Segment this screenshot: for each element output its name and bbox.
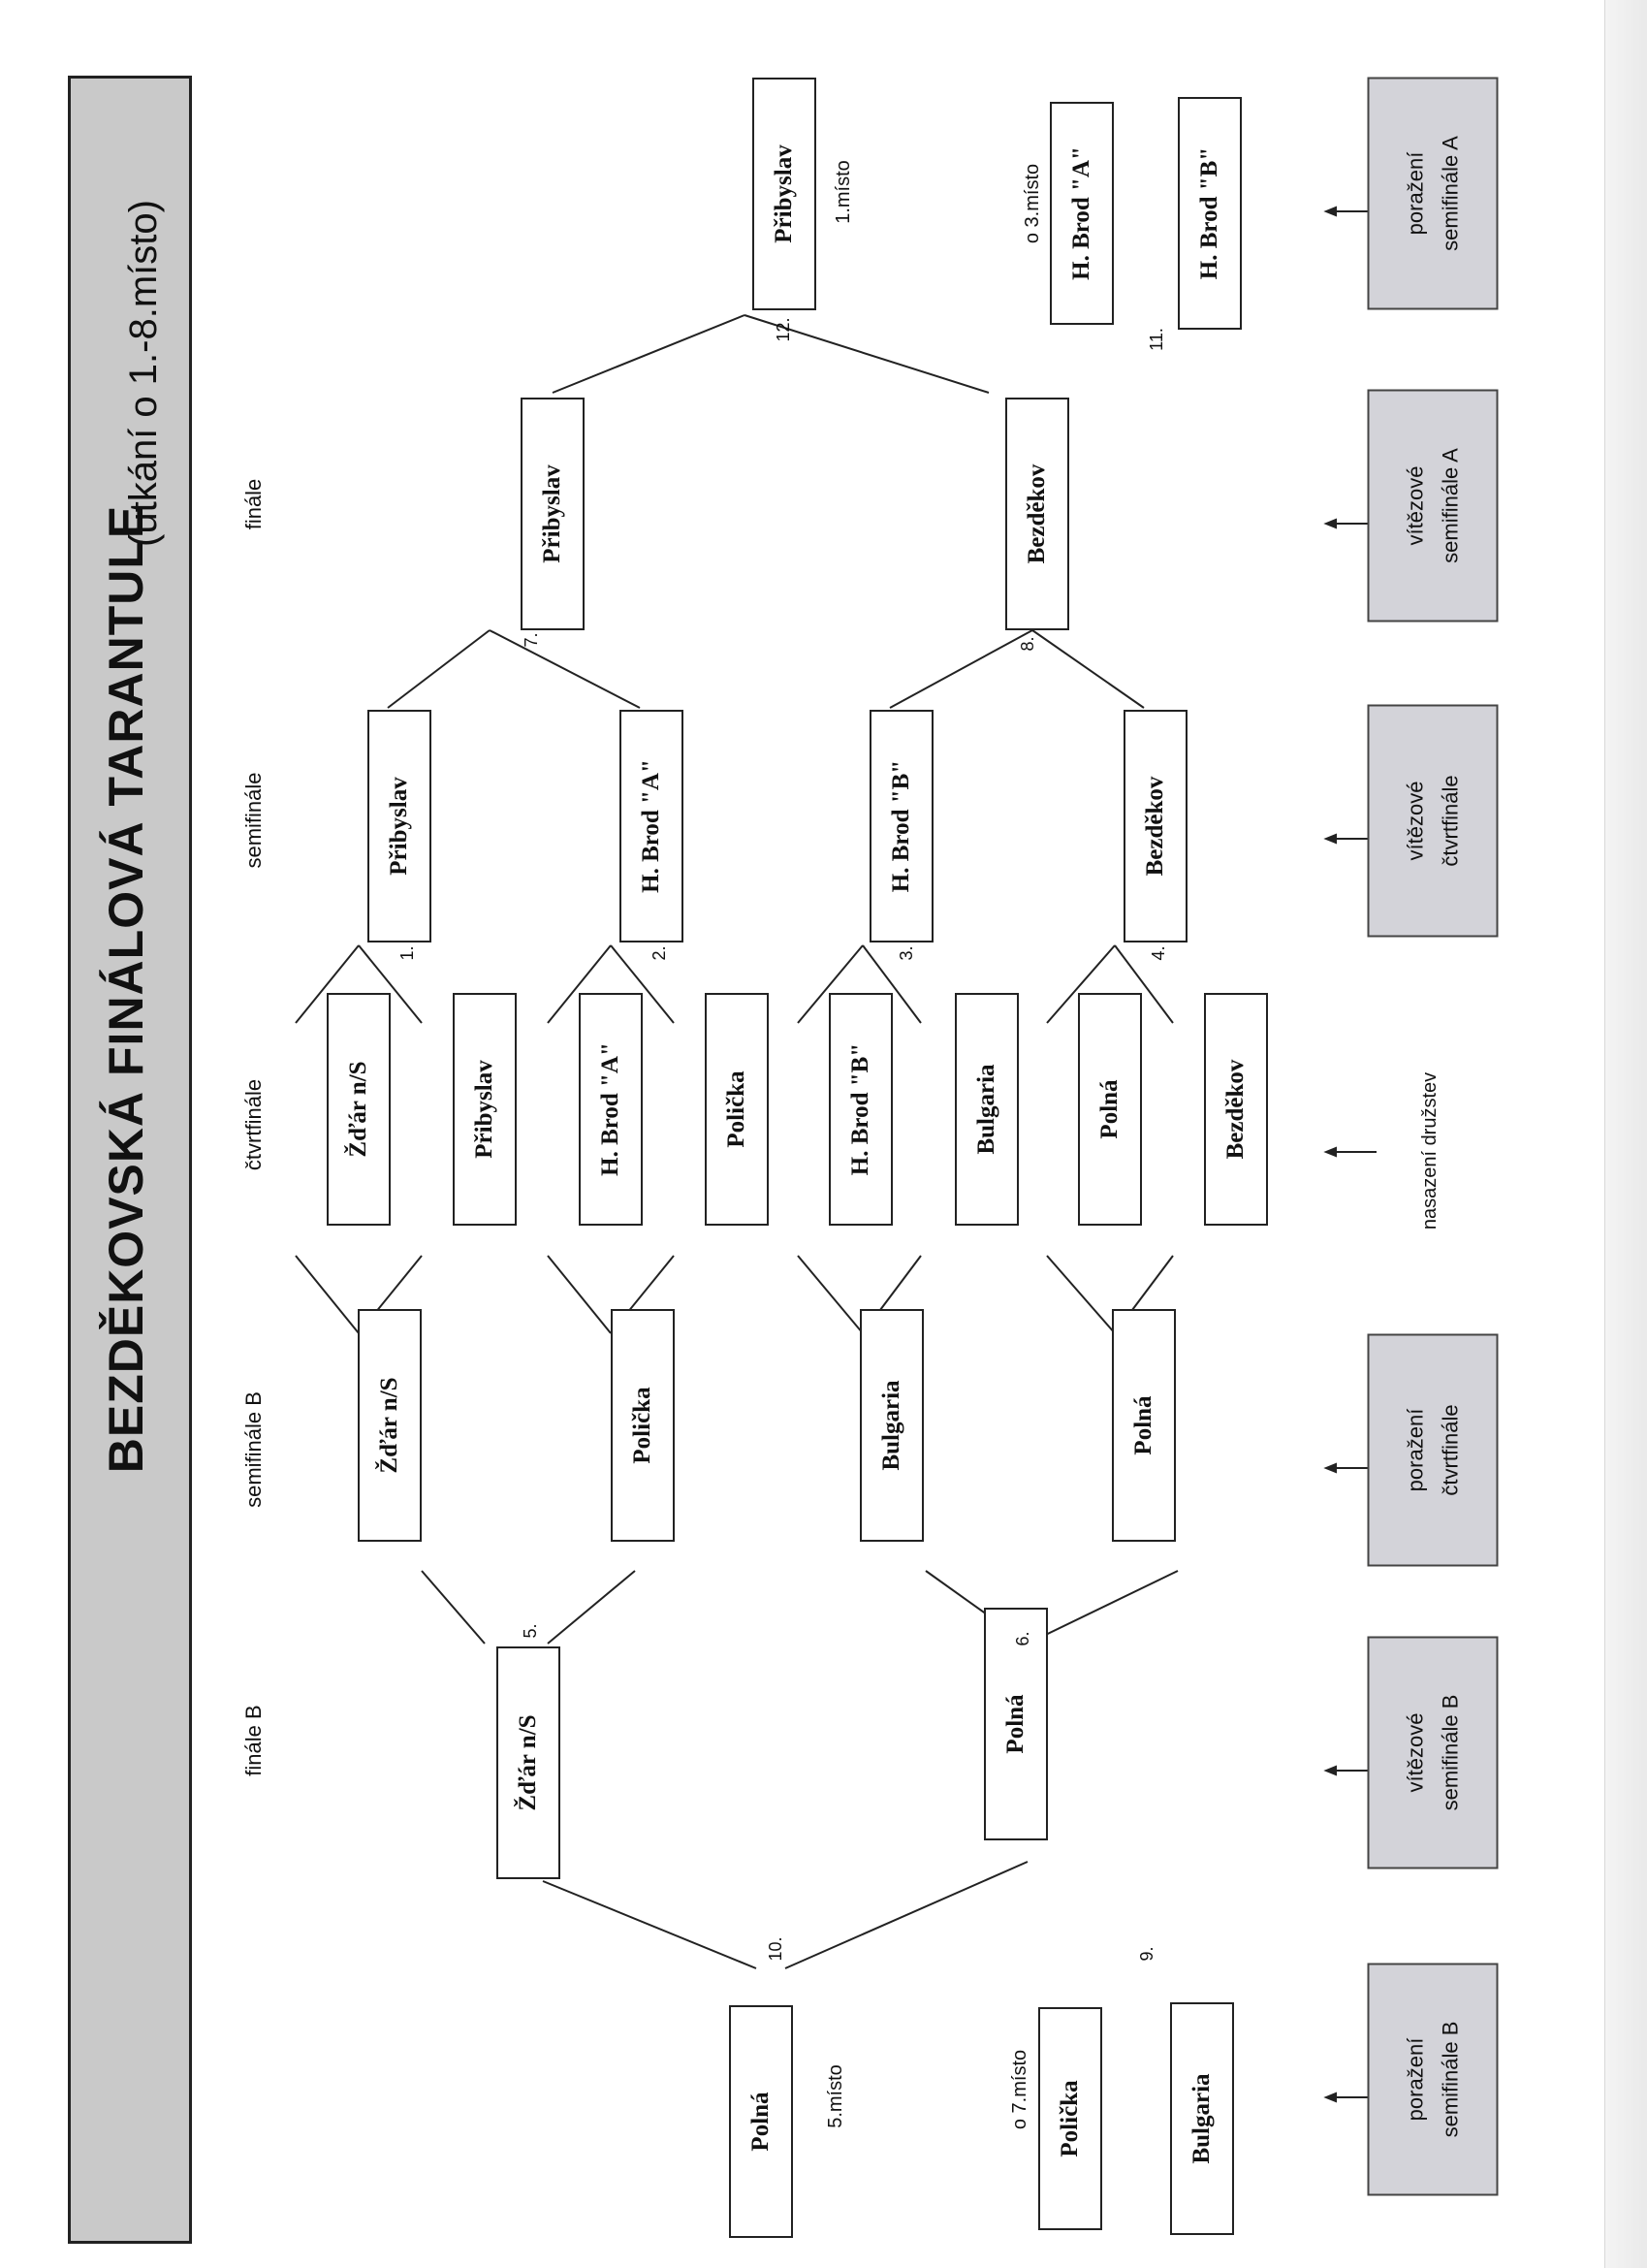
match-number: 5. <box>521 1623 540 1639</box>
legend-line: poražení <box>1403 1408 1428 1492</box>
legend-line: čtvrtfinále <box>1438 775 1462 867</box>
title-banner <box>68 76 192 2244</box>
sf-b-team-box: Žďár n/S <box>358 1309 422 1542</box>
sf-b-team-box: Bulgaria <box>860 1309 924 1542</box>
qf-team-box: H. Brod "B" <box>829 993 893 1226</box>
sf-b-team-box: Polička <box>611 1309 675 1542</box>
legend-line: semifinále A <box>1438 136 1462 251</box>
final-b-team-box: Žďár n/S <box>496 1646 560 1879</box>
legend-line: čtvrtfinále <box>1438 1404 1462 1496</box>
qf-team-box: Bulgaria <box>955 993 1019 1226</box>
sf-team-box: H. Brod "A" <box>619 710 683 942</box>
legend-line: semifinále B <box>1438 2021 1462 2138</box>
match-number: 11. <box>1147 328 1166 351</box>
sf-team-box: H. Brod "B" <box>870 710 934 942</box>
fifth-place-label: 5.místo <box>825 2064 846 2128</box>
third-place-team-box: H. Brod "A" <box>1050 102 1114 325</box>
legend-box-losers-quarterfinal: poražení čtvrtfinále <box>1367 1333 1499 1567</box>
match-number: 8. <box>1018 636 1037 652</box>
match-number: 12. <box>774 317 793 342</box>
match-number: 9. <box>1137 1946 1156 1962</box>
fifth-place-box: Polná <box>729 2005 793 2238</box>
final-team-box: Přibyslav <box>521 398 585 630</box>
sf-team-box: Bezděkov <box>1124 710 1188 942</box>
match-number: 6. <box>1013 1631 1032 1646</box>
legend-line: poražení <box>1403 2037 1428 2122</box>
legend-line: vítězové <box>1403 781 1428 861</box>
third-place-label: o 3.místo <box>1022 163 1043 244</box>
match-number: 1. <box>397 945 417 961</box>
sf-team-box: Přibyslav <box>367 710 431 942</box>
seeding-label: nasazení družstev <box>1419 1071 1441 1230</box>
stage-label-semifinale-b: semifinále B <box>241 1391 266 1508</box>
legend-line: semifinále A <box>1438 448 1462 563</box>
match-number: 4. <box>1149 945 1168 961</box>
seventh-place-team-box: Bulgaria <box>1170 2002 1234 2235</box>
stage-label-semifinale: semifinále <box>241 772 266 869</box>
qf-team-box: Žďár n/S <box>327 993 391 1226</box>
legend-line: semifinále B <box>1438 1694 1462 1811</box>
legend-box-winners-semifinal-b: vítězové semifinále B <box>1367 1636 1499 1869</box>
stage-label-finale-b: finále B <box>241 1705 266 1776</box>
qf-team-box: Přibyslav <box>453 993 517 1226</box>
legend-box-winners-semifinal-a: vítězové semifinále A <box>1367 389 1499 623</box>
qf-team-box: Bezděkov <box>1204 993 1268 1226</box>
stage-label-finale: finále <box>241 478 266 530</box>
match-number: 2. <box>649 945 669 961</box>
first-place-box: Přibyslav <box>752 78 816 310</box>
match-number: 7. <box>522 632 541 648</box>
legend-line: vítězové <box>1403 1712 1428 1793</box>
final-team-box: Bezděkov <box>1005 398 1069 630</box>
sf-b-team-box: Polná <box>1112 1309 1176 1542</box>
qf-team-box: Polná <box>1078 993 1142 1226</box>
legend-box-losers-semifinal-b: poražení semifinále B <box>1367 1963 1499 2196</box>
qf-team-box: H. Brod "A" <box>579 993 643 1226</box>
first-place-label: 1.místo <box>833 160 854 224</box>
stage-label-ctvrtfinale: čtvrtfinále <box>241 1078 266 1171</box>
legend-box-winners-quarterfinal: vítězové čtvrtfinále <box>1367 704 1499 938</box>
legend-box-losers-semifinal-a: poražení semifinále A <box>1367 77 1499 310</box>
qf-team-box: Polička <box>705 993 769 1226</box>
legend-line: vítězové <box>1403 465 1428 546</box>
seventh-place-label: o 7.místo <box>1009 2049 1030 2130</box>
match-number: 3. <box>897 945 916 961</box>
third-place-team-box: H. Brod "B" <box>1178 97 1242 330</box>
match-number: 10. <box>766 1936 785 1962</box>
legend-line: poražení <box>1403 151 1428 236</box>
seventh-place-team-box: Polička <box>1038 2007 1102 2230</box>
scan-edge <box>1604 0 1647 2268</box>
